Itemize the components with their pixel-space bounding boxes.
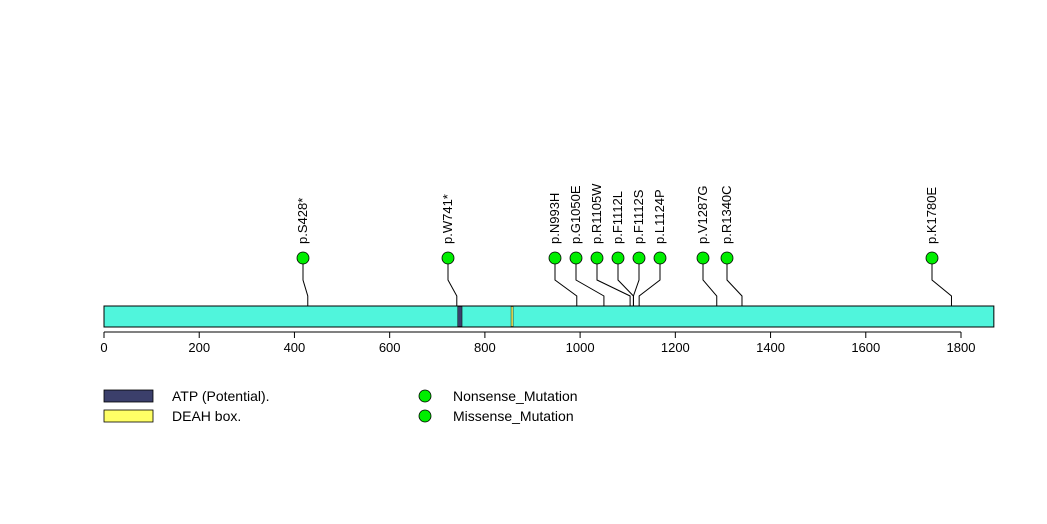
domain-deah <box>510 306 514 327</box>
mutation-point <box>548 251 562 265</box>
mutation-label: p.F1112L <box>610 191 625 244</box>
x-tick-label: 800 <box>474 340 496 355</box>
mutation-label: p.F1112S <box>631 189 646 244</box>
mutation-point <box>696 251 710 265</box>
x-tick-label: 1000 <box>566 340 595 355</box>
mutation-stem <box>931 258 952 306</box>
x-tick-label: 600 <box>379 340 401 355</box>
domain-atp <box>457 306 463 327</box>
mutation-stem <box>632 258 640 306</box>
mutation-stems <box>302 258 952 306</box>
mutation-point <box>653 251 667 265</box>
legend-label: DEAH box. <box>172 408 241 424</box>
mutation-label: p.N993H <box>547 193 562 244</box>
mutation-point <box>296 251 310 265</box>
x-tick-label: 1200 <box>661 340 690 355</box>
mutation-stem <box>575 258 605 306</box>
x-tick-label: 1600 <box>851 340 880 355</box>
mutation-point <box>925 251 939 265</box>
mutation-label: p.G1050E <box>568 185 583 244</box>
mutation-label: p.R1105W <box>589 183 604 244</box>
mutation-point <box>590 251 604 265</box>
mutation-stem <box>638 258 661 306</box>
mutation-label: p.S428* <box>295 198 310 244</box>
x-tick-label: 200 <box>188 340 210 355</box>
mutation-label: p.R1340C <box>719 185 734 244</box>
mutation-label: p.L1124P <box>652 189 667 244</box>
protein-bar <box>103 305 995 328</box>
mutation-heads: p.S428* p.W741* p.N993H p.G1050E p.R1105W p.F… <box>295 183 939 265</box>
legend-label: Nonsense_Mutation <box>453 388 578 404</box>
x-tick-label: 0 <box>100 340 107 355</box>
legend-swatch <box>103 389 154 403</box>
legend-label: Missense_Mutation <box>453 408 574 424</box>
legend-marker <box>418 409 432 423</box>
mutation-point <box>720 251 734 265</box>
mutation-point <box>569 251 583 265</box>
mutation-label: p.V1287G <box>695 185 710 244</box>
legend-marker <box>418 389 432 403</box>
mutation-stem <box>447 258 458 306</box>
mutation-point <box>441 251 455 265</box>
x-tick-label: 400 <box>284 340 306 355</box>
mutation-label: p.K1780E <box>924 187 939 244</box>
legend-label: ATP (Potential). <box>172 388 270 404</box>
mutation-point <box>611 251 625 265</box>
mutation-stem <box>726 258 743 306</box>
mutation-stem <box>596 258 631 306</box>
legend-swatch <box>103 409 154 423</box>
mutation-stem <box>302 258 309 306</box>
x-tick-label: 1400 <box>756 340 785 355</box>
mutation-stem <box>617 258 634 306</box>
mutation-stem <box>554 258 578 306</box>
legend: ATP (Potential). DEAH box. Nonsense_Mutati… <box>103 388 578 424</box>
mutation-label: p.W741* <box>440 194 455 244</box>
mutation-stem <box>702 258 718 306</box>
x-tick-label: 1800 <box>947 340 976 355</box>
mutation-point <box>632 251 646 265</box>
x-axis: 0 200 400 600 800 1000 1200 1400 1600 1800 <box>100 331 976 355</box>
domains <box>457 306 514 327</box>
